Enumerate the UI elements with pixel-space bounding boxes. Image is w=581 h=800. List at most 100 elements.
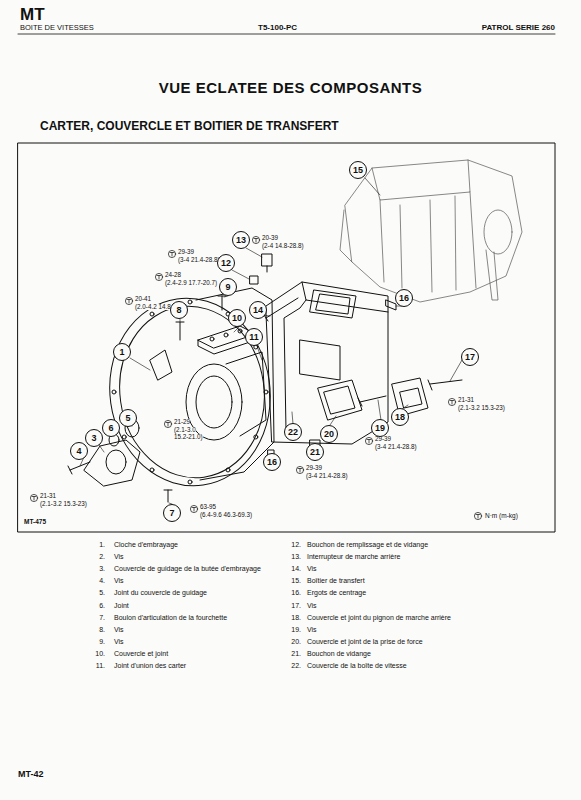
part-name: Boulon d'articulation de la fourchette (114, 614, 227, 622)
torque-value: (3-4 21.4-28.8) (306, 473, 348, 480)
header-text: PATROL SERIE 260 (482, 24, 555, 33)
bolt-hole (112, 390, 116, 394)
callout-text: 20 (324, 430, 334, 439)
part-name: Vis (114, 577, 124, 585)
part-number: 16. (291, 589, 301, 597)
callout-number: 14 (249, 301, 267, 319)
callout-text: 4 (76, 447, 81, 456)
callout-number: 11 (245, 328, 263, 346)
part-number: 1. (99, 541, 105, 549)
part-number: 5. (99, 589, 105, 597)
callout-text: 18 (395, 413, 405, 422)
callout-text: 22 (288, 428, 298, 437)
part-name: Couvercle de guidage de la butée d'embra… (114, 565, 261, 573)
part-number: 19. (291, 626, 301, 634)
part-name: Vis (114, 638, 124, 646)
bolt (264, 298, 298, 321)
torque-value: 29-39 (306, 465, 322, 472)
part-name: Vis (307, 602, 317, 610)
filler-plug (250, 276, 258, 284)
torque-value: 15.2-21.0) (174, 434, 203, 441)
callout-text: 8 (176, 306, 181, 315)
dowel (268, 300, 396, 462)
part-number: 18. (291, 614, 301, 622)
part-number: 14. (291, 565, 301, 573)
callout-number: 3 (85, 429, 103, 447)
bolt-hole (188, 300, 192, 304)
callout-number: 16 (395, 289, 413, 307)
part-name: Ergots de centrage (307, 589, 366, 597)
part-number: 15. (291, 577, 301, 585)
leader-line (80, 178, 462, 504)
part-name: Cloche d'embrayage (114, 541, 178, 549)
callout-text: 15 (353, 166, 363, 175)
callout-number: 6 (102, 419, 120, 437)
callout-number: 17 (461, 348, 479, 366)
part-name: Vis (307, 626, 317, 634)
torque-value: 29-39 (178, 249, 194, 256)
bolt-hole (254, 435, 258, 439)
callout-text: 16 (399, 294, 409, 303)
engine-outline (340, 160, 522, 302)
callout-text: 10 (232, 314, 242, 323)
part-name: Vis (114, 626, 124, 634)
part-name: Couvercle de la boîte de vitesse (307, 662, 407, 670)
part-number: 7. (99, 614, 105, 622)
callout-text: 7 (169, 509, 174, 518)
bolt (218, 296, 226, 310)
bolt-hole (122, 435, 126, 439)
part-name: Boîtier de transfert (307, 577, 365, 585)
part-number: 13. (291, 553, 301, 561)
part-number: 9. (99, 638, 105, 646)
callout-text: 19 (375, 424, 385, 433)
torque-symbol (30, 236, 481, 519)
callout-number: 13 (232, 231, 250, 249)
torque-value: (3-4 21.4-28.8) (375, 444, 417, 451)
callout-number: 19 (371, 419, 389, 437)
torque-value: (2.4-2.9 17.7-20.7) (165, 280, 217, 287)
callout-number: 8 (170, 301, 188, 319)
torque-value: 20-41 (135, 296, 151, 303)
part-name: Couvercle et joint du pignon de marche a… (307, 614, 451, 622)
header-rule (18, 34, 555, 35)
torque-value: (6.4-9.6 46.3-69.3) (200, 512, 252, 519)
torque-value: 24-28 (165, 272, 181, 279)
bolt-hole (188, 480, 192, 484)
reverse-switch (262, 254, 272, 272)
release-bearing-guide (68, 419, 140, 486)
callout-number: 7 (163, 504, 181, 522)
part-name: Joint (114, 602, 129, 610)
part-name: Bouchon de vidange (307, 650, 371, 658)
page-title: VUE ECLATEE DES COMPOSANTS (0, 80, 581, 97)
part-name: Couvercle et joint de la prise de force (307, 638, 423, 646)
part-number: 10. (95, 650, 105, 658)
bolt-hole (264, 390, 268, 394)
page-number: MT-42 (18, 770, 44, 780)
part-number: 22. (291, 662, 301, 670)
part-number: 21. (291, 650, 301, 658)
torque-value: 20-39 (262, 235, 278, 242)
callout-text: 13 (236, 236, 246, 245)
callout-text: 5 (125, 414, 130, 423)
torque-value: (2-4 14.8-28.8) (262, 243, 304, 250)
part-name: Couvercle et joint (114, 650, 168, 658)
callout-number: 15 (349, 161, 367, 179)
part-name: Joint du couvercle de guidage (114, 589, 207, 597)
bolt (428, 380, 462, 390)
callout-text: 14 (253, 306, 263, 315)
torque-value: (2.1-3.2 15.3-23) (40, 501, 87, 508)
part-name: Interrupteur de marche arrière (307, 553, 400, 561)
callout-text: 21 (310, 448, 320, 457)
callout-number: 1 (113, 343, 131, 361)
callout-number: 10 (228, 309, 246, 327)
part-number: 6. (99, 602, 105, 610)
callout-number: 20 (320, 425, 338, 443)
bolt (358, 396, 386, 406)
callout-text: 12 (221, 259, 231, 268)
part-number: 17. (291, 602, 301, 610)
torque-value: 21-31 (40, 493, 56, 500)
part-number: 11. (96, 662, 105, 670)
callout-text: 1 (119, 348, 124, 357)
header-text: MT (20, 6, 45, 25)
